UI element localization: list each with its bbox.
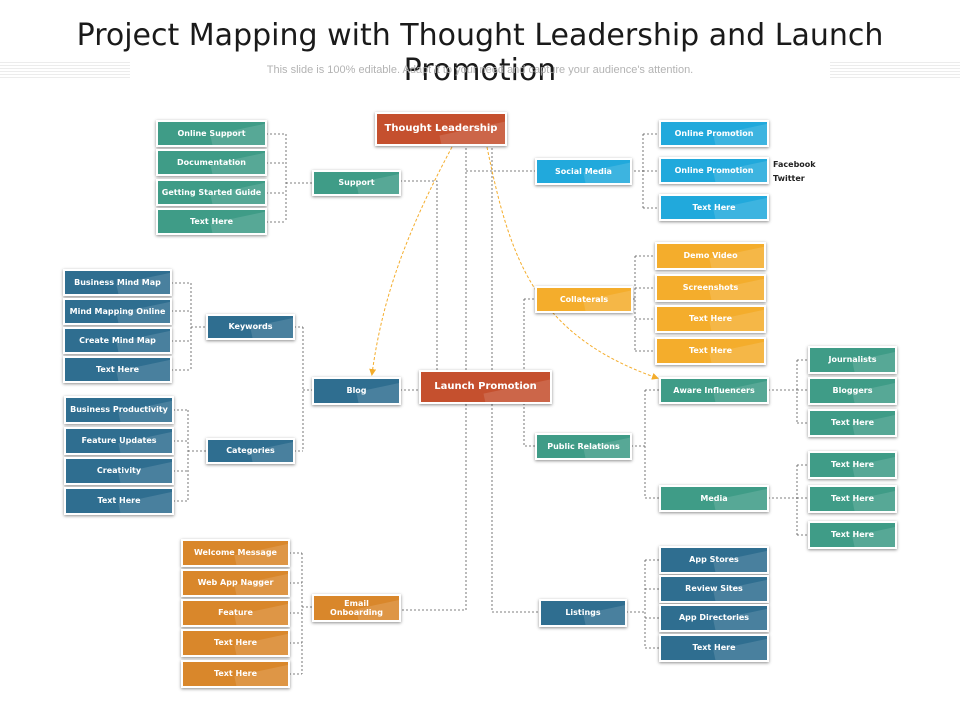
social-note-twitter: Twitter xyxy=(773,174,805,183)
blog-node[interactable]: Blog xyxy=(312,377,401,405)
connector-keywords-items xyxy=(171,282,207,371)
connector-collaterals-items xyxy=(633,255,657,352)
connector-categories-items xyxy=(173,409,207,502)
listings-item-review-sites[interactable]: Review Sites xyxy=(659,575,769,603)
thought-leadership-node[interactable]: Thought Leadership xyxy=(375,112,507,146)
listings-item-app-directories[interactable]: App Directories xyxy=(659,604,769,632)
connector-media-items xyxy=(768,464,810,536)
connector-launch-trunk xyxy=(491,144,541,613)
aware-item-text-here[interactable]: Text Here xyxy=(808,409,897,437)
connector-support-items xyxy=(266,133,314,223)
aware-item-bloggers[interactable]: Bloggers xyxy=(808,377,897,405)
keywords-item-mind-mapping-online[interactable]: Mind Mapping Online xyxy=(63,298,172,325)
connector-aware-items xyxy=(768,359,810,424)
arrow-to-blog xyxy=(369,146,453,376)
email-item-welcome-message[interactable]: Welcome Message xyxy=(181,539,290,567)
media-item-text-here-2[interactable]: Text Here xyxy=(808,485,897,513)
social-item-online-promotion-1[interactable]: Online Promotion xyxy=(659,120,769,147)
social-item-text-here[interactable]: Text Here xyxy=(659,194,769,221)
connector-email xyxy=(400,400,467,611)
media-node[interactable]: Media xyxy=(659,485,769,512)
launch-promotion-node[interactable]: Launch Promotion xyxy=(419,370,552,404)
connector-collaterals xyxy=(523,298,537,447)
page-title: Project Mapping with Thought Leadership … xyxy=(76,18,884,88)
support-item-online-support[interactable]: Online Support xyxy=(156,120,267,147)
email-item-web-app-nagger[interactable]: Web App Nagger xyxy=(181,569,290,597)
collaterals-item-demo-video[interactable]: Demo Video xyxy=(655,242,766,270)
public-relations-node[interactable]: Public Relations xyxy=(535,433,632,460)
categories-item-text-here[interactable]: Text Here xyxy=(64,487,174,515)
support-item-getting-started[interactable]: Getting Started Guide xyxy=(156,179,267,206)
page-subtitle: This slide is 100% editable. Adapt it to… xyxy=(266,64,694,76)
collaterals-node[interactable]: Collaterals xyxy=(535,286,633,313)
email-item-text-here-1[interactable]: Text Here xyxy=(181,629,290,657)
connector-social-items xyxy=(630,133,661,209)
media-item-text-here-1[interactable]: Text Here xyxy=(808,451,897,479)
categories-item-business-productivity[interactable]: Business Productivity xyxy=(64,396,174,424)
support-item-documentation[interactable]: Documentation xyxy=(156,149,267,176)
categories-item-feature-updates[interactable]: Feature Updates xyxy=(64,427,174,455)
keywords-item-business-mind-map[interactable]: Business Mind Map xyxy=(63,269,172,296)
support-node[interactable]: Support xyxy=(312,170,401,196)
collaterals-item-text-here-1[interactable]: Text Here xyxy=(655,305,766,333)
social-item-online-promotion-2[interactable]: Online Promotion xyxy=(659,157,769,184)
email-item-feature[interactable]: Feature xyxy=(181,599,290,627)
categories-node[interactable]: Categories xyxy=(206,438,295,464)
social-media-node[interactable]: Social Media xyxy=(535,158,632,185)
aware-influencers-node[interactable]: Aware Influencers xyxy=(659,377,769,404)
media-item-text-here-3[interactable]: Text Here xyxy=(808,521,897,549)
connector-pr-items xyxy=(631,389,660,499)
keywords-item-create-mind-map[interactable]: Create Mind Map xyxy=(63,327,172,354)
connector-blog-branches xyxy=(294,326,314,452)
title-decoration-right xyxy=(830,62,960,80)
connector-email-items xyxy=(289,552,314,675)
keywords-item-text-here[interactable]: Text Here xyxy=(63,356,172,383)
listings-item-app-stores[interactable]: App Stores xyxy=(659,546,769,574)
collaterals-item-screenshots[interactable]: Screenshots xyxy=(655,274,766,302)
email-onboarding-node[interactable]: Email Onboarding xyxy=(312,594,401,622)
listings-node[interactable]: Listings xyxy=(539,599,627,627)
connector-listings-items xyxy=(626,559,660,649)
aware-item-journalists[interactable]: Journalists xyxy=(808,346,897,374)
connector-support-main xyxy=(400,180,438,390)
keywords-node[interactable]: Keywords xyxy=(206,314,295,340)
listings-item-text-here[interactable]: Text Here xyxy=(659,634,769,662)
collaterals-item-text-here-2[interactable]: Text Here xyxy=(655,337,766,365)
email-item-text-here-2[interactable]: Text Here xyxy=(181,660,290,688)
social-note-facebook: Facebook xyxy=(773,160,816,169)
categories-item-creativity[interactable]: Creativity xyxy=(64,457,174,485)
support-item-text-here[interactable]: Text Here xyxy=(156,208,267,235)
title-decoration-left xyxy=(0,62,130,80)
